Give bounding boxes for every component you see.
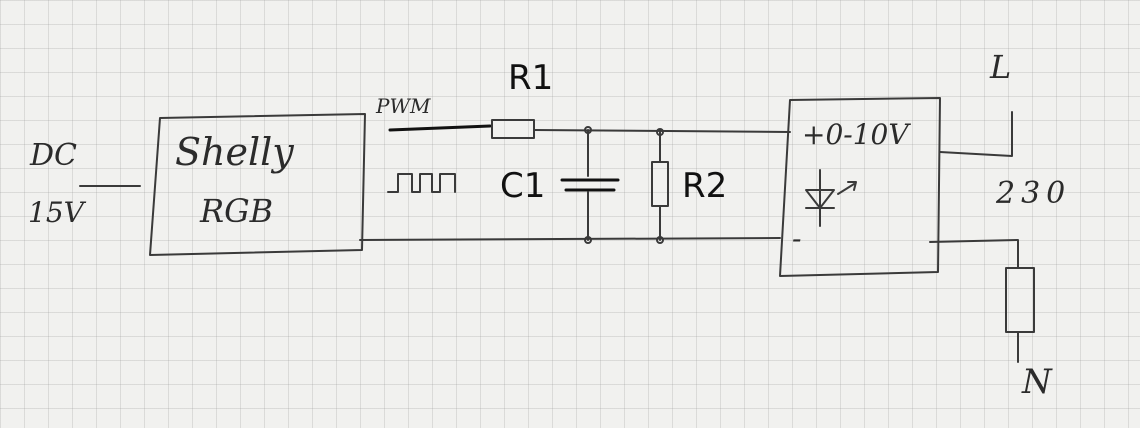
neutral-wire <box>929 239 1019 269</box>
junction-dot <box>584 236 592 244</box>
led-arrow-head <box>847 181 857 191</box>
led-arrow <box>837 183 855 195</box>
junction-dot <box>584 126 592 134</box>
junction-dot <box>656 128 664 136</box>
dimmer-minus-label: - <box>792 222 802 255</box>
bottom-rail <box>359 237 781 241</box>
neutral-n-label: N <box>1022 362 1052 402</box>
rgb-label: RGB <box>200 192 274 230</box>
r1-resistor <box>491 119 535 139</box>
junction-dot <box>656 236 664 244</box>
pwm-label: PWM <box>376 94 431 118</box>
voltage-15v-label: 15V <box>28 196 84 229</box>
r2-resistor <box>651 161 669 207</box>
r2-label: R2 <box>682 166 728 206</box>
line-l-wire <box>939 111 1013 157</box>
square-wave-symbol <box>387 173 456 193</box>
c1-label: C1 <box>500 166 546 206</box>
line-l-label: L <box>990 48 1012 86</box>
dimmer-box <box>779 97 941 277</box>
dc-label: DC <box>30 138 78 173</box>
load-resistor <box>1005 267 1035 333</box>
r1-label: R1 <box>508 58 554 98</box>
led-symbol <box>805 189 835 209</box>
pwm-wire <box>388 124 492 132</box>
voltage-230-label: 230 <box>996 176 1072 211</box>
dimmer-input-label: +0-10V <box>802 118 909 151</box>
shelly-label: Shelly <box>175 130 294 174</box>
shelly-box <box>149 113 366 256</box>
